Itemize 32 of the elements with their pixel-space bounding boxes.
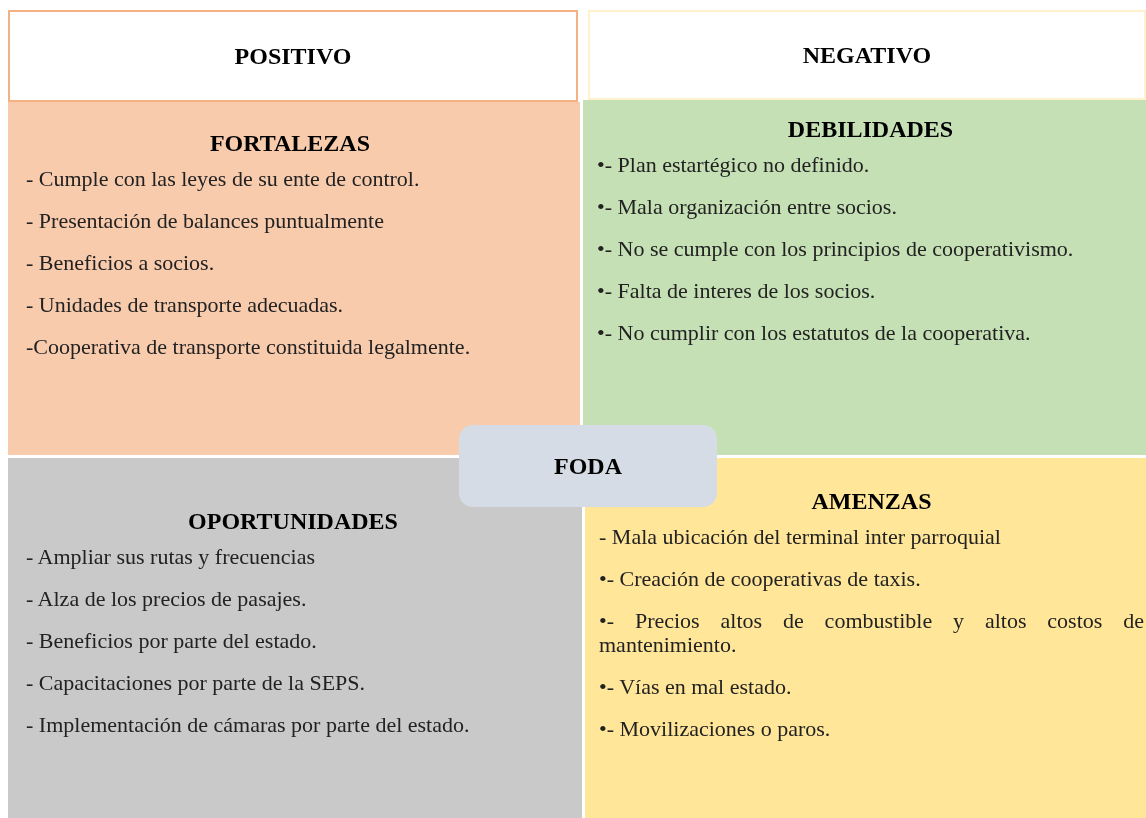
center-box — [459, 425, 717, 507]
list-item: - Beneficios por parte del estado. — [26, 629, 318, 653]
list-item: - Unidades de transporte adecuadas. — [26, 293, 345, 317]
list-item: - Implementación de cámaras por parte del estado. — [26, 713, 471, 737]
quadrant-panel — [8, 102, 580, 455]
heading: FODA — [553, 452, 623, 480]
list-item: - Presentación de balances puntualmente — [26, 209, 385, 233]
list-item: - Capacitaciones por parte de la SEPS. — [26, 671, 367, 695]
list-item: - Cumple con las leyes de su ente de control. — [26, 167, 421, 191]
heading: DEBILIDADES — [786, 116, 955, 143]
heading: FORTALEZAS — [208, 130, 372, 157]
heading: POSITIVO — [233, 42, 353, 70]
list-item: •- No cumplir con los estatutos de la cooperativa. — [597, 321, 1032, 345]
list-item: •- Movilizaciones o paros. — [599, 717, 832, 741]
list-item: -Cooperativa de transporte constituida legalmente. — [26, 335, 472, 359]
list-item: •- Falta de interes de los socios. — [597, 279, 877, 303]
list-item: •- Precios altos de combustible y altos costos de mantenimiento. — [599, 609, 1144, 657]
list-item: •- Vías en mal estado. — [599, 675, 793, 699]
list-item: - Mala ubicación del terminal inter parroquial — [599, 525, 1002, 549]
header-box — [8, 10, 578, 102]
heading: OPORTUNIDADES — [187, 508, 399, 535]
list-item: •- Creación de cooperativas de taxis. — [599, 567, 922, 591]
list-item: •- Plan estartégico no definido. — [597, 153, 871, 177]
heading: AMENZAS — [810, 488, 933, 515]
list-item: •- Mala organización entre socios. — [597, 195, 898, 219]
list-item: •- No se cumple con los principios de cooperativismo. — [597, 237, 1075, 261]
list-item: - Ampliar sus rutas y frecuencias — [26, 545, 316, 569]
list-item: - Alza de los precios de pasajes. — [26, 587, 308, 611]
header-box — [588, 10, 1146, 100]
list-item: - Beneficios a socios. — [26, 251, 216, 275]
quadrant-panel — [583, 100, 1146, 455]
heading: NEGATIVO — [801, 41, 933, 69]
